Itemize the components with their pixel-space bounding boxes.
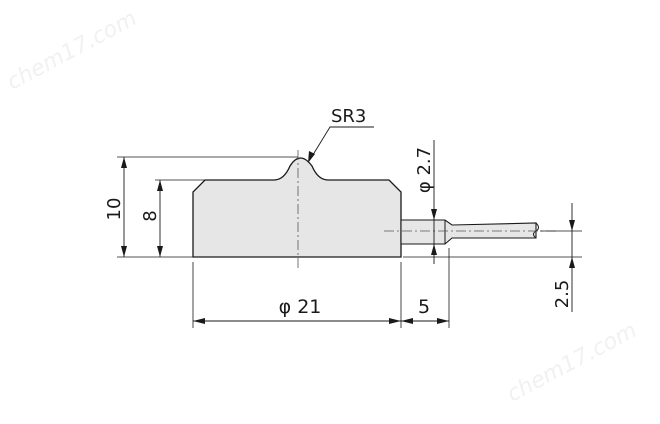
arrow-cable-offset-top	[569, 220, 575, 231]
arrow-cable-length-right	[437, 318, 449, 324]
arrow-cable-diameter-bottom	[431, 244, 437, 255]
arrow-height-body-bottom	[157, 246, 163, 257]
dim-diameter-label: φ 21	[279, 296, 322, 318]
arrow-height-total-top	[121, 157, 127, 168]
watermark-top: chem17.com	[3, 6, 141, 95]
dim-cable-length-label: 5	[418, 296, 430, 318]
dim-cable-offset-label: 2.5	[552, 280, 573, 309]
extension-lines	[117, 156, 582, 328]
leader-sr	[310, 126, 374, 159]
arrow-leader-sr	[308, 151, 315, 163]
arrow-cable-length-left	[401, 318, 413, 324]
arrow-height-body-top	[157, 180, 163, 191]
arrow-cable-offset-bottom	[569, 257, 575, 268]
arrow-diameter-left	[193, 318, 205, 324]
dim-height-total-label: 10	[104, 198, 125, 221]
watermark-bottom: chem17.com	[503, 318, 641, 407]
dim-sr-label: SR3	[331, 106, 366, 127]
cable	[400, 219, 537, 245]
arrow-diameter-right	[389, 318, 401, 324]
dim-height-body-label: 8	[140, 210, 161, 221]
dim-cable-diameter-label: φ 2.7	[414, 147, 435, 193]
arrow-cable-diameter-top	[431, 209, 437, 220]
arrow-height-total-bottom	[121, 246, 127, 257]
sensor-body	[192, 157, 402, 258]
